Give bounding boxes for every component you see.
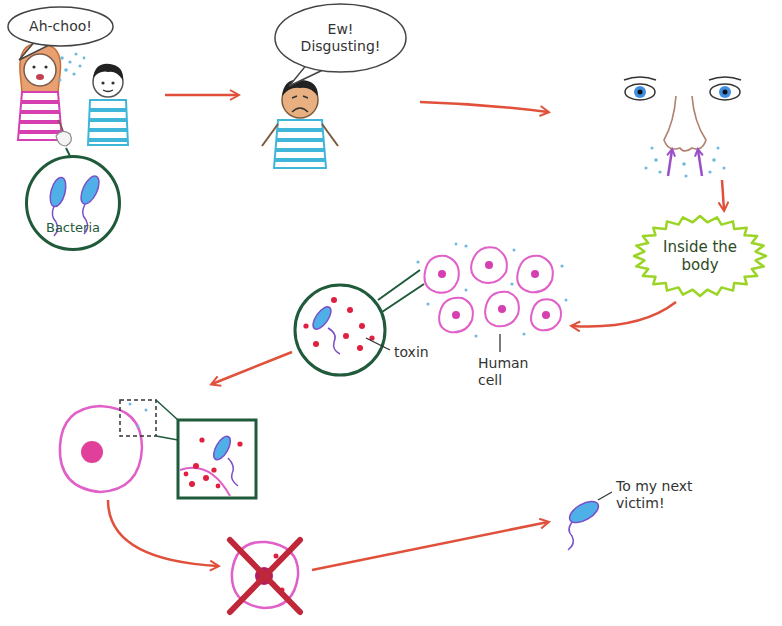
dead-cell [230, 540, 300, 612]
flow-arrow [420, 102, 548, 112]
flow-arrow [212, 352, 292, 384]
starburst-box: Inside the body [632, 214, 768, 298]
infected-cell [60, 400, 256, 498]
flow-arrow [572, 302, 676, 327]
speech-bubble: Ew! Disgusting! [273, 2, 408, 74]
flow-arrow [312, 522, 548, 570]
callout-text: To my next victim! [616, 478, 704, 512]
face-eyes-nose [624, 77, 741, 178]
disgusted-boy-figure [262, 80, 338, 168]
human-cells [416, 243, 567, 338]
node-text: Bacteria [46, 220, 100, 236]
node-text: Inside the body [660, 238, 740, 274]
node-text: Ah-choo! [29, 18, 92, 35]
toxin-label: toxin [394, 344, 429, 361]
cell-label: Human cell [478, 355, 538, 389]
flow-arrow [722, 180, 724, 210]
sneeze-droplets [59, 53, 86, 82]
speech-bubble: Ah-choo! [6, 5, 115, 48]
node-text: Ew! Disgusting! [300, 21, 382, 55]
bacterium-symbol [566, 492, 612, 550]
boy-figure [88, 64, 128, 145]
magnified-circle: Bacteria [25, 155, 121, 251]
flow-arrow [165, 94, 238, 97]
flow-arrow [108, 500, 218, 566]
leader-line [499, 334, 500, 352]
girl-figure [18, 44, 71, 146]
